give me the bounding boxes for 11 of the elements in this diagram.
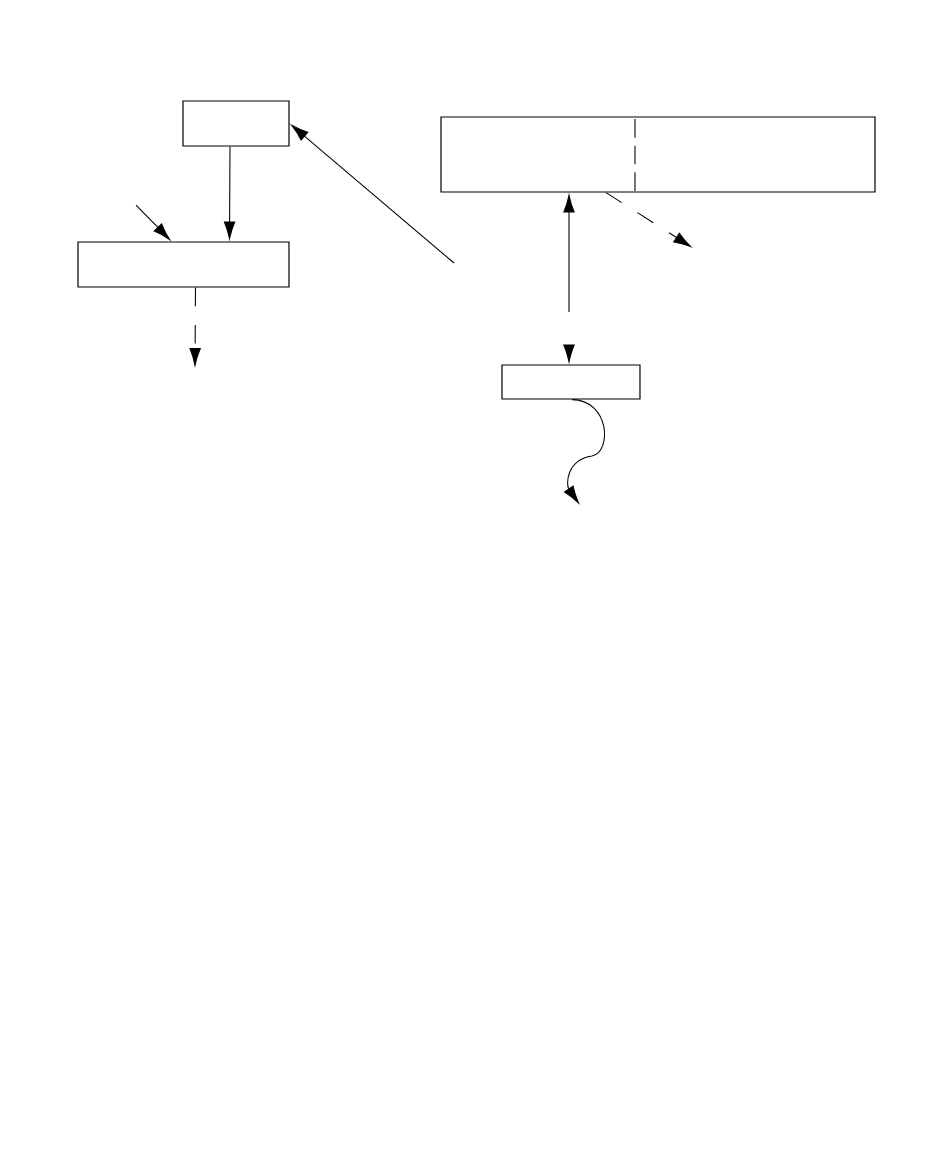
empty-box [501, 364, 641, 400]
arrow [564, 399, 606, 504]
empty-box [77, 241, 290, 288]
empty-box [182, 100, 290, 147]
arrow [605, 192, 692, 248]
arrow [223, 146, 236, 240]
arrow [563, 194, 575, 363]
arrow [189, 287, 201, 366]
empty-box [440, 116, 876, 193]
arrow [135, 204, 171, 240]
arrow [291, 124, 455, 264]
